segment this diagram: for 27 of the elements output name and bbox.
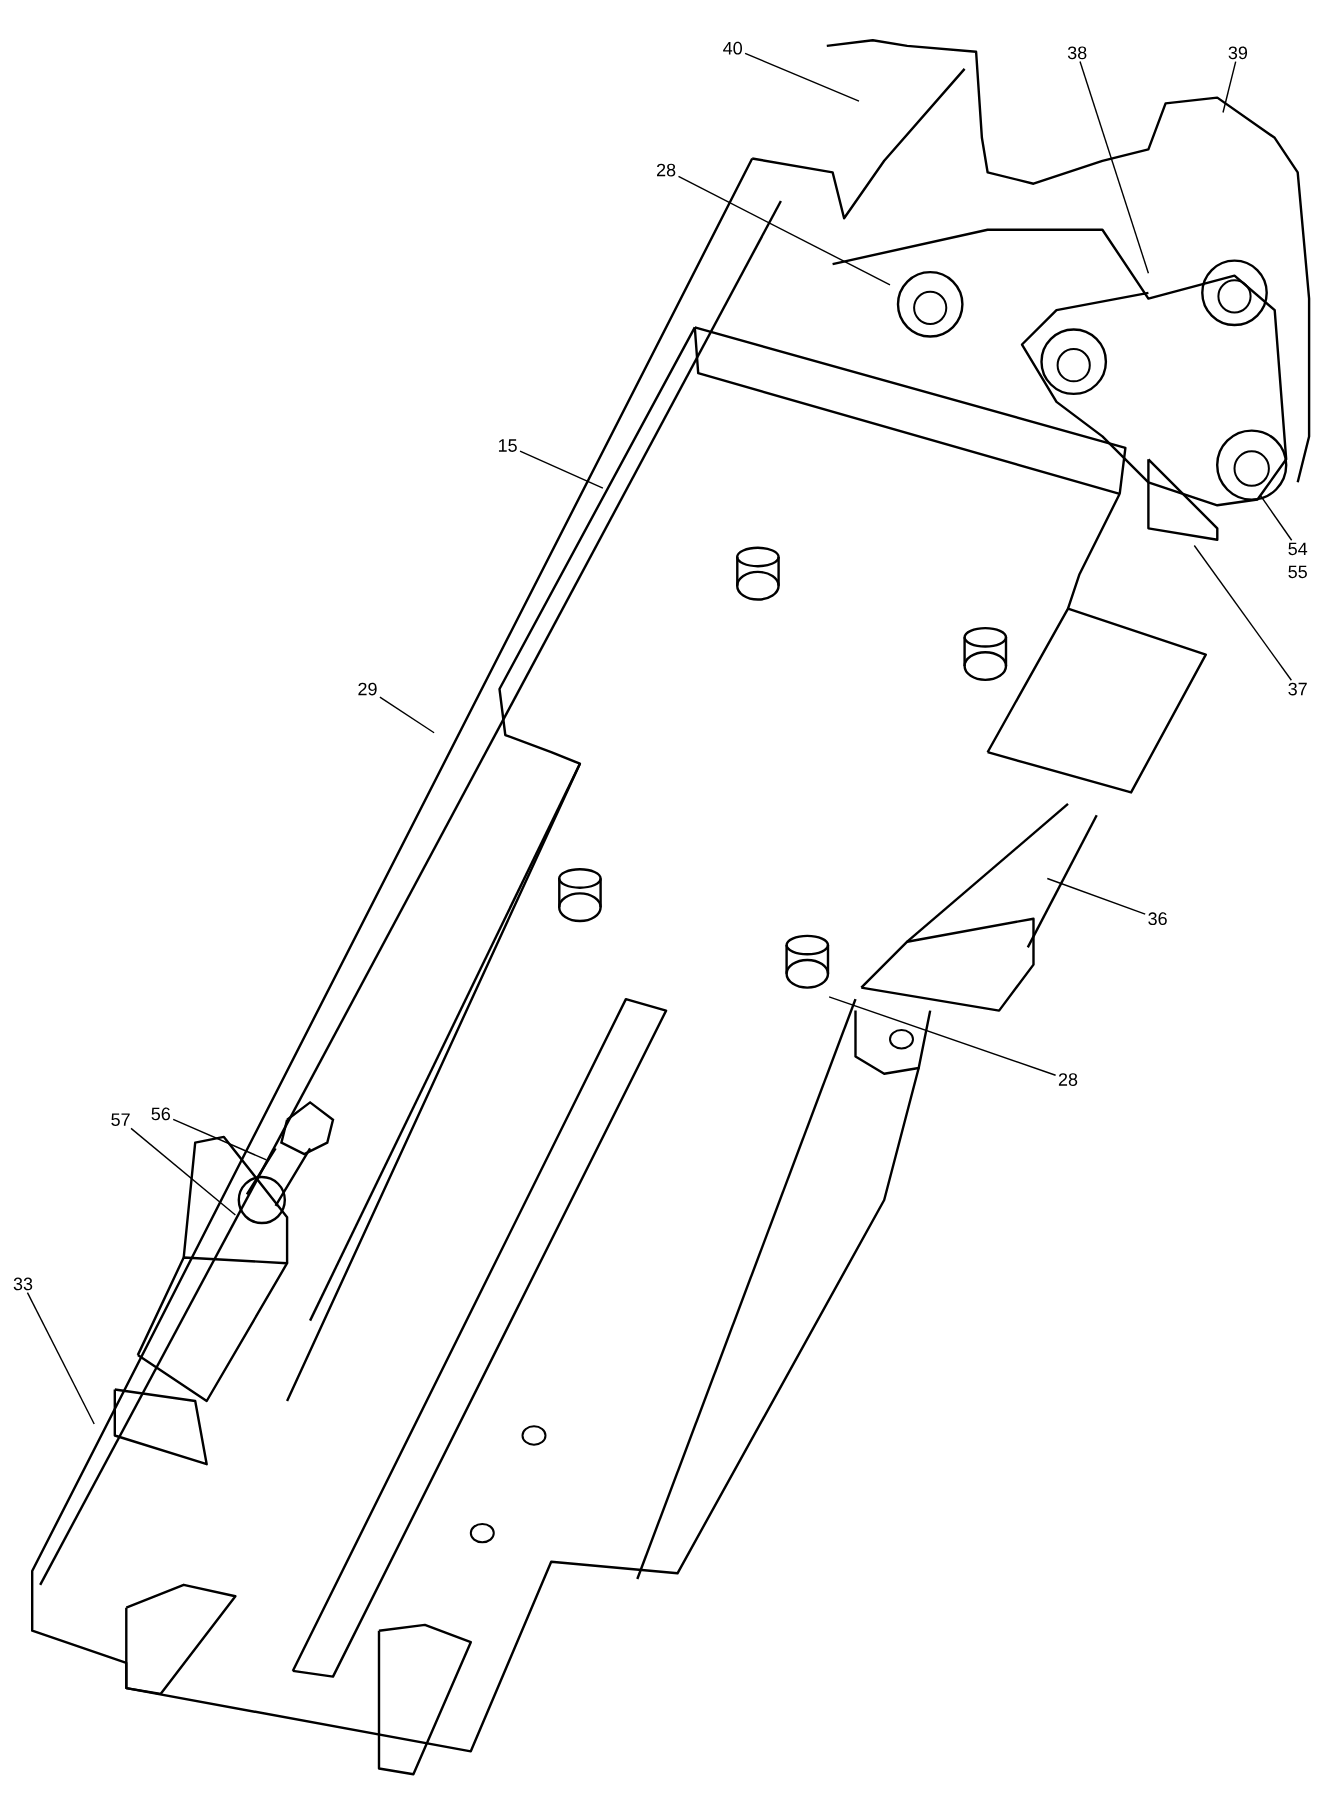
callout-number: 28 <box>654 161 679 179</box>
callout-number: 33 <box>11 1275 35 1293</box>
leader-line <box>828 996 1057 1076</box>
leader-line <box>677 175 891 286</box>
leader-line <box>1222 60 1237 114</box>
callout-number: 56 <box>148 1105 173 1123</box>
leader-line <box>519 450 604 489</box>
callout-number: 36 <box>1145 910 1170 928</box>
callout-number: 39 <box>1225 44 1250 62</box>
callout-number: 28 <box>1056 1071 1080 1088</box>
callout-number: 37 <box>1285 680 1310 698</box>
callout-number: 54 <box>1285 540 1310 558</box>
leader-line <box>1046 877 1146 915</box>
leader-line <box>1260 495 1293 541</box>
callout-number: 29 <box>355 680 380 698</box>
leader-line <box>1079 60 1150 274</box>
leader-line <box>379 696 435 734</box>
leader-line <box>172 1118 268 1161</box>
callout-number: 57 <box>108 1111 133 1128</box>
callout-number: 40 <box>720 39 745 57</box>
callout-number: 55 <box>1285 563 1310 581</box>
leader-line <box>26 1292 95 1425</box>
callout-number: 15 <box>495 437 520 454</box>
callout-number: 38 <box>1065 44 1090 62</box>
leader-line <box>130 1127 237 1216</box>
leader-line <box>1193 544 1293 681</box>
leader-line <box>744 52 860 102</box>
